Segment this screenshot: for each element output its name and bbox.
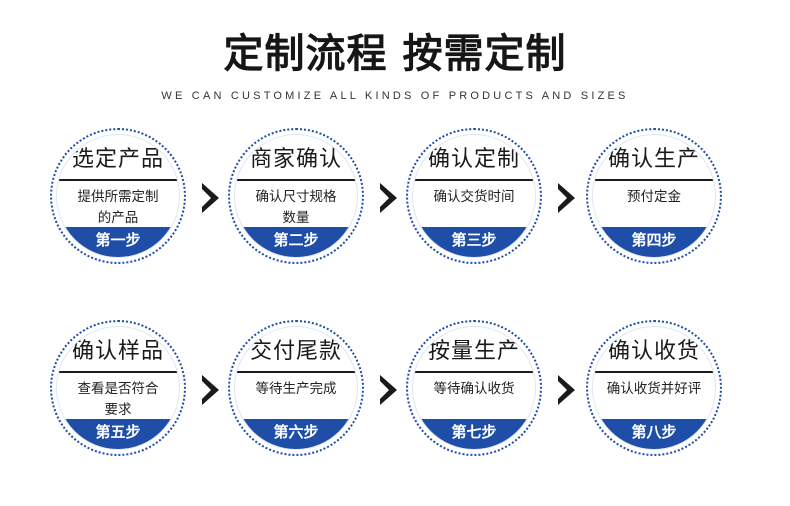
- step-disc: 交付尾款 等待生产完成 第六步: [235, 327, 357, 449]
- step-disc: 确认样品 查看是否符合 要求 第五步: [57, 327, 179, 449]
- dotted-ring: [406, 128, 542, 264]
- step-desc-line: 的产品: [97, 210, 139, 226]
- step-disc: 商家确认 确认尺寸规格 数量 第二步: [235, 135, 357, 257]
- step-title: 交付尾款: [249, 339, 342, 364]
- divider: [413, 371, 535, 373]
- step-desc: 等待确认收货: [419, 379, 529, 400]
- step-desc: 确认尺寸规格 数量: [241, 187, 351, 229]
- step-label: 第八步: [593, 419, 715, 449]
- step-7: 按量生产 等待确认收货 第七步: [406, 320, 542, 456]
- divider: [235, 179, 357, 181]
- step-label: 第五步: [57, 419, 179, 449]
- step-disc: 确认生产 预付定金 第四步: [593, 135, 715, 257]
- step-desc-line: 提供所需定制: [77, 189, 159, 205]
- step-label: 第七步: [413, 419, 535, 449]
- dotted-ring: [586, 128, 722, 264]
- step-6: 交付尾款 等待生产完成 第六步: [228, 320, 364, 456]
- dotted-ring: [228, 320, 364, 456]
- step-desc-line: 等待确认收货: [433, 381, 515, 397]
- step-label: 第四步: [593, 227, 715, 257]
- dotted-ring: [228, 128, 364, 264]
- dotted-ring: [50, 128, 186, 264]
- step-desc: 提供所需定制 的产品: [63, 187, 173, 229]
- step-title: 商家确认: [249, 147, 342, 172]
- step-desc: 确认交货时间: [419, 187, 529, 208]
- step-title: 确认收货: [607, 339, 700, 364]
- step-desc: 预付定金: [599, 187, 709, 208]
- chevron-right-icon: [380, 183, 397, 213]
- step-4: 确认生产 预付定金 第四步: [586, 128, 722, 264]
- step-disc: 确认定制 确认交货时间 第三步: [413, 135, 535, 257]
- step-label: 第三步: [413, 227, 535, 257]
- step-desc-line: 确认尺寸规格: [255, 189, 337, 205]
- step-title: 按量生产: [427, 339, 520, 364]
- step-desc-line: 预付定金: [627, 189, 681, 205]
- divider: [413, 179, 535, 181]
- step-desc-line: 确认交货时间: [433, 189, 515, 205]
- dotted-ring: [586, 320, 722, 456]
- divider: [57, 371, 179, 373]
- step-5: 确认样品 查看是否符合 要求 第五步: [50, 320, 186, 456]
- step-desc-line: 等待生产完成: [255, 381, 337, 397]
- divider: [593, 371, 715, 373]
- chevron-right-icon: [202, 183, 219, 213]
- divider: [593, 179, 715, 181]
- step-desc: 查看是否符合 要求: [63, 379, 173, 421]
- dotted-ring: [406, 320, 542, 456]
- divider: [57, 179, 179, 181]
- step-desc-line: 数量: [282, 210, 310, 226]
- chevron-right-icon: [380, 375, 397, 405]
- step-1: 选定产品 提供所需定制 的产品 第一步: [50, 128, 186, 264]
- step-disc: 确认收货 确认收货并好评 第八步: [593, 327, 715, 449]
- step-disc: 按量生产 等待确认收货 第七步: [413, 327, 535, 449]
- step-label: 第六步: [235, 419, 357, 449]
- step-8: 确认收货 确认收货并好评 第八步: [586, 320, 722, 456]
- page-title: 定制流程 按需定制: [223, 31, 567, 77]
- divider: [235, 371, 357, 373]
- step-label: 第二步: [235, 227, 357, 257]
- step-label: 第一步: [57, 227, 179, 257]
- step-desc-line: 查看是否符合: [77, 381, 159, 397]
- step-title: 选定产品: [71, 147, 164, 172]
- chevron-right-icon: [558, 183, 575, 213]
- step-disc: 选定产品 提供所需定制 的产品 第一步: [57, 135, 179, 257]
- chevron-right-icon: [202, 375, 219, 405]
- dotted-ring: [50, 320, 186, 456]
- step-desc: 确认收货并好评: [599, 379, 709, 400]
- step-3: 确认定制 确认交货时间 第三步: [406, 128, 542, 264]
- step-title: 确认生产: [607, 147, 700, 172]
- step-title: 确认定制: [427, 147, 520, 172]
- step-desc-line: 要求: [104, 402, 132, 418]
- step-2: 商家确认 确认尺寸规格 数量 第二步: [228, 128, 364, 264]
- step-title: 确认样品: [71, 339, 164, 364]
- step-desc-line: 确认收货并好评: [606, 381, 702, 397]
- page-subtitle: WE CAN CUSTOMIZE ALL KINDS OF PRODUCTS A…: [161, 90, 629, 102]
- step-desc: 等待生产完成: [241, 379, 351, 400]
- chevron-right-icon: [558, 375, 575, 405]
